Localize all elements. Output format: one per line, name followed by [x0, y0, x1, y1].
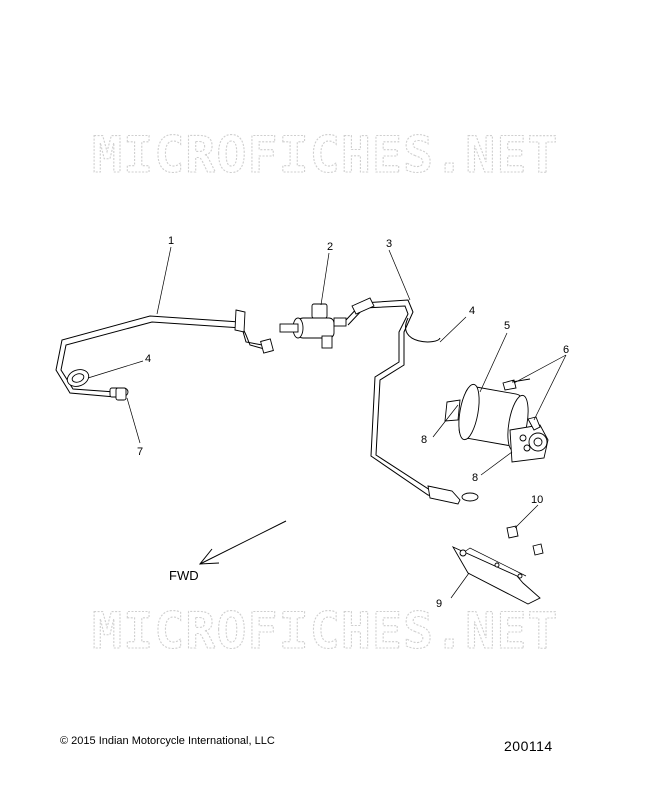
callout-5: 5	[504, 320, 510, 332]
hose-assembly-right	[345, 297, 479, 505]
callout-4-left: 4	[145, 353, 151, 365]
forward-label: FWD	[169, 568, 199, 583]
figure-number: 200114	[504, 738, 553, 754]
watermark-bottom: MICROFICHES.NET	[92, 602, 559, 660]
bracket-bolts	[506, 525, 544, 556]
canister-bracket	[451, 546, 541, 605]
callout-9: 9	[436, 598, 442, 610]
callout-10: 10	[531, 494, 543, 506]
hose-assembly-left	[55, 309, 274, 398]
forward-arrow	[198, 520, 287, 565]
callout-2: 2	[327, 241, 333, 253]
copyright-notice: © 2015 Indian Motorcycle International, …	[60, 735, 275, 747]
callout-6: 6	[563, 344, 569, 356]
callout-4-right: 4	[469, 305, 475, 317]
callout-8-upper: 8	[421, 434, 427, 446]
callout-7: 7	[137, 446, 143, 458]
callout-1: 1	[168, 235, 174, 247]
callout-8-lower: 8	[472, 472, 478, 484]
watermark-top: MICROFICHES.NET	[92, 126, 559, 184]
leader-lines	[87, 246, 567, 599]
purge-valve	[279, 303, 347, 349]
canister-bolts	[502, 378, 541, 431]
hose-clamp-fastener	[115, 387, 127, 401]
callout-3: 3	[386, 238, 392, 250]
vapor-canister	[444, 383, 549, 463]
